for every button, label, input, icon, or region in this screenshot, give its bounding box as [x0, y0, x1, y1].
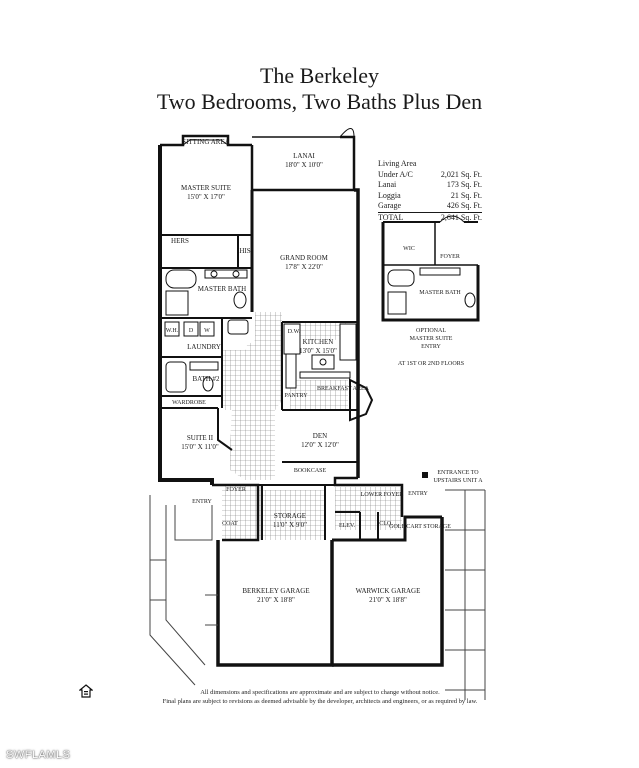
- area-row: Under A/C 2,021 Sq. Ft.: [378, 170, 482, 181]
- living-area-table: Living Area Under A/C 2,021 Sq. Ft. Lanai…: [378, 159, 482, 223]
- label-hers: HERS: [171, 237, 189, 245]
- label-storage: STORAGE: [274, 512, 306, 520]
- equal-housing-icon: [79, 684, 93, 698]
- label-opt-wic: WIC: [403, 246, 415, 252]
- label-opt-caption-1: OPTIONAL: [416, 328, 446, 334]
- label-pantry: PANTRY: [284, 393, 308, 399]
- label-golf-cart-storage: GOLF CART STORAGE: [389, 524, 451, 530]
- label-entrance-to: ENTRANCE TO: [437, 470, 479, 476]
- label-lower-foyer: LOWER FOYER: [361, 492, 404, 498]
- plan-title: The Berkeley: [259, 63, 380, 88]
- plan-subtitle: Two Bedrooms, Two Baths Plus Den: [156, 89, 483, 114]
- area-value: 2,021 Sq. Ft.: [440, 169, 482, 179]
- label-his: HIS: [239, 247, 250, 255]
- label-master-suite: MASTER SUITE: [181, 184, 231, 192]
- label-opt-master-bath: MASTER BATH: [419, 290, 461, 296]
- label-foyer: FOYER: [226, 487, 246, 493]
- area-label: Under A/C: [378, 169, 413, 179]
- watermark: SWFLAMLS: [6, 749, 71, 761]
- lanai-door-arc: [339, 128, 355, 138]
- label-kitchen-dim: 13'0" X 15'0": [299, 347, 337, 355]
- bath-fixtures: [164, 269, 249, 393]
- label-sitting-area: SITTING AREA: [182, 138, 230, 146]
- label-coat: COAT: [222, 521, 238, 527]
- area-total-row: TOTAL 2,641 Sq. Ft.: [378, 211, 482, 224]
- sitting-bay: [182, 139, 229, 146]
- label-den-dim: 12'0" X 12'0": [301, 441, 339, 449]
- kitchen-counters: [283, 323, 357, 389]
- optional-suite-inset: [381, 215, 480, 322]
- label-washer: W: [204, 328, 210, 334]
- area-row: Loggia 21 Sq. Ft.: [378, 191, 482, 202]
- label-elev: ELEV.: [339, 523, 356, 529]
- area-row: Lanai 173 Sq. Ft.: [378, 180, 482, 191]
- disclaimer-line-2: Final plans are subject to revisions as …: [162, 698, 478, 705]
- area-label: Loggia: [378, 190, 401, 200]
- walkway: [149, 489, 486, 700]
- breakfast-bay: [349, 378, 374, 422]
- label-grand-room-dim: 17'8" X 22'0": [285, 263, 323, 271]
- label-storage-dim: 11'0" X 9'0": [273, 521, 307, 529]
- label-clo: CLO.: [379, 521, 393, 527]
- disclaimer: All dimensions and specifications are ap…: [100, 688, 540, 706]
- area-total-label: TOTAL: [378, 212, 404, 222]
- label-wardrobe: WARDROBE: [172, 400, 206, 406]
- label-breakfast-area: BREAKFAST AREA: [317, 386, 370, 392]
- area-total-value: 2,641 Sq. Ft.: [440, 212, 482, 222]
- label-suite-2-dim: 15'0" X 11'0": [181, 443, 219, 451]
- label-opt-foyer: FOYER: [440, 254, 460, 260]
- label-berkeley-garage: BERKELEY GARAGE: [242, 587, 309, 595]
- label-dryer: D: [189, 328, 194, 334]
- tile-floor: [222, 312, 402, 540]
- area-value: 173 Sq. Ft.: [446, 180, 482, 189]
- label-opt-caption-3: ENTRY: [421, 344, 441, 350]
- area-label: Lanai: [378, 180, 397, 189]
- area-value: 426 Sq. Ft.: [446, 201, 482, 210]
- label-opt-caption-2: MASTER SUITE: [410, 336, 453, 342]
- label-lanai-dim: 18'0" X 10'0": [285, 161, 323, 169]
- area-value: 21 Sq. Ft.: [450, 190, 482, 200]
- label-master-bath: MASTER BATH: [198, 285, 246, 293]
- label-bookcase: BOOKCASE: [294, 468, 327, 474]
- label-master-suite-dim: 15'0" X 17'0": [187, 193, 225, 201]
- label-warwick-garage: WARWICK GARAGE: [356, 587, 421, 595]
- label-kitchen: KITCHEN: [303, 338, 334, 346]
- label-entry: ENTRY: [192, 499, 212, 505]
- label-entry-right: ENTRY: [408, 491, 428, 497]
- label-grand-room: GRAND ROOM: [280, 254, 328, 262]
- label-den: DEN: [313, 432, 327, 440]
- label-berkeley-garage-dim: 21'0" X 18'8": [257, 596, 295, 604]
- disclaimer-line-1: All dimensions and specifications are ap…: [200, 689, 440, 696]
- label-opt-floors: AT 1ST OR 2ND FLOORS: [398, 361, 464, 367]
- area-label: Garage: [378, 201, 402, 210]
- interior-walls: [160, 234, 379, 540]
- label-warwick-garage-dim: 21'0" X 18'8": [369, 596, 407, 604]
- label-upstairs-unit: UPSTAIRS UNIT A: [433, 478, 483, 484]
- label-laundry: LAUNDRY: [187, 343, 221, 351]
- area-row: Garage 426 Sq. Ft.: [378, 201, 482, 212]
- room-labels: SITTING AREA LANAI 18'0" X 10'0" MASTER …: [166, 138, 483, 604]
- label-wh: W.H.: [166, 328, 179, 334]
- label-bath-2: BATH #2: [192, 375, 220, 383]
- label-dw: D.W.: [288, 329, 301, 335]
- living-area-heading: Living Area: [378, 159, 417, 168]
- label-lanai: LANAI: [293, 152, 315, 160]
- label-suite-2: SUITE II: [187, 434, 214, 442]
- entrance-marker: [422, 472, 428, 478]
